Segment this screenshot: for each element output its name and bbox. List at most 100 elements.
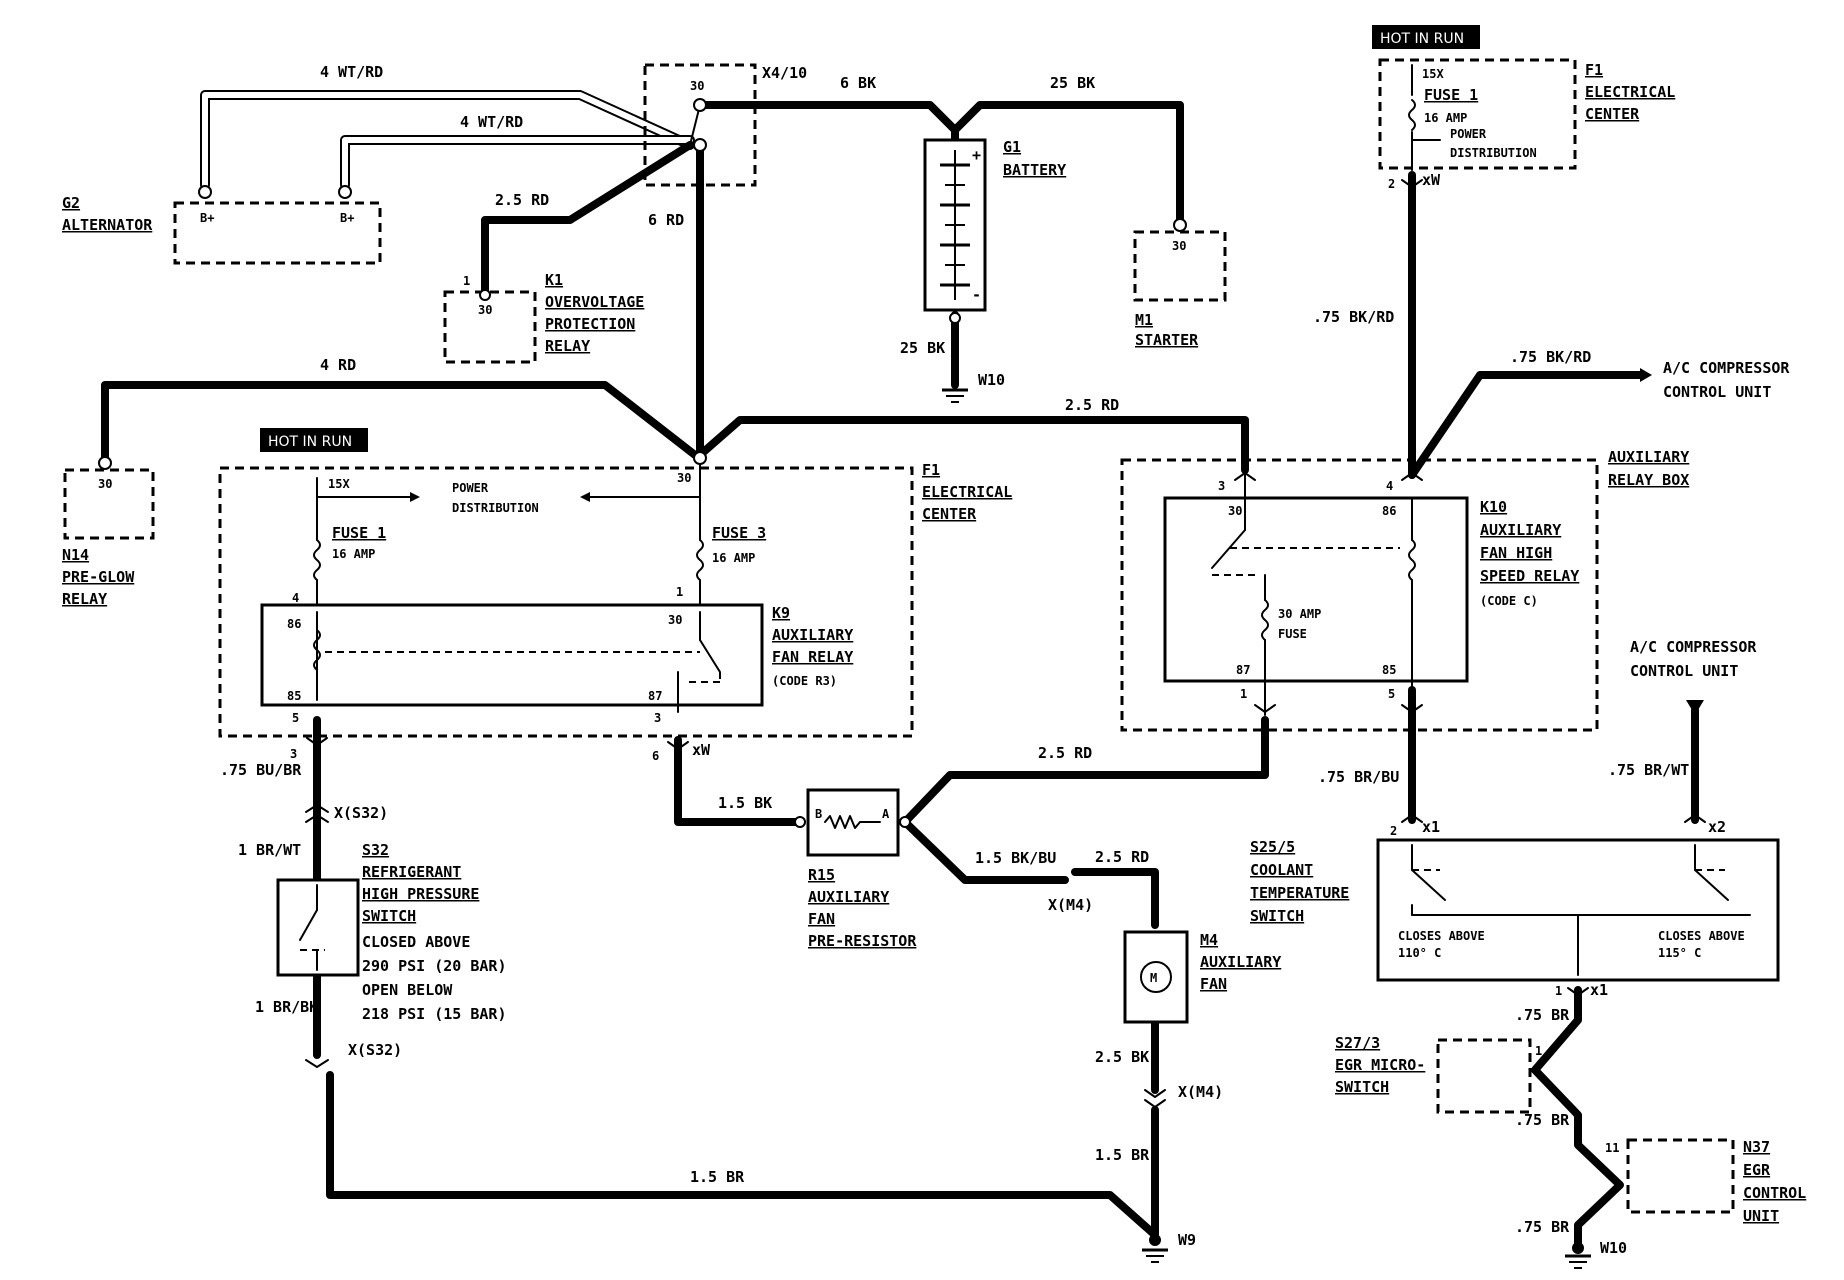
arb-l2: RELAY BOX xyxy=(1608,471,1689,489)
xs32-bot: X(S32) xyxy=(348,1041,402,1059)
f1l-15x: 15X xyxy=(328,477,350,491)
n14-l1: PRE-GLOW xyxy=(62,568,135,586)
g2-bplus-2: B+ xyxy=(340,211,354,225)
s25-l1: COOLANT xyxy=(1250,861,1313,879)
k10-fuse: FUSE xyxy=(1278,627,1307,641)
x410-pin-30: 30 xyxy=(690,79,704,93)
fuse1-name: FUSE 1 xyxy=(332,524,386,542)
starter: 30 M1 STARTER xyxy=(1133,218,1227,349)
s25-id: S25/5 xyxy=(1250,838,1295,856)
wire-25bk-bat: 25 BK xyxy=(900,339,945,357)
ground-w10-battery: W10 xyxy=(942,371,1005,403)
k1-l3: RELAY xyxy=(545,337,590,355)
m4-auxiliary-fan: M M4 AUXILIARY FAN 2.5 BK X(M4) 1.5 BR 1… xyxy=(690,930,1281,1186)
k9-l2: FAN RELAY xyxy=(772,648,853,666)
f1l-id: F1 xyxy=(922,461,940,479)
k1-pin-1: 1 xyxy=(463,274,470,288)
alternator: B+ B+ G2 ALTERNATOR 4 WT/RD 4 WT/RD xyxy=(62,63,523,265)
acc2-l1: A/C COMPRESSOR xyxy=(1630,638,1757,656)
f1l-l1: ELECTRICAL xyxy=(922,483,1012,501)
battery-plus: + xyxy=(972,146,981,164)
arb-pin-5: 5 xyxy=(1388,687,1395,701)
k10-fuse-amp: 30 AMP xyxy=(1278,607,1321,621)
f1l-pin-1: 1 xyxy=(676,585,683,599)
wire-15bkbu: 1.5 BK/BU xyxy=(975,849,1056,867)
k10-l2: FAN HIGH xyxy=(1480,544,1552,562)
r15-l1: AUXILIARY xyxy=(808,888,889,906)
arb-pin-4: 4 xyxy=(1386,479,1393,493)
s32-l4: CLOSED ABOVE xyxy=(362,933,470,951)
m1-name: STARTER xyxy=(1135,331,1199,349)
wire-25rd-m4: 2.5 RD xyxy=(1095,848,1149,866)
k9-code: (CODE R3) xyxy=(772,674,837,688)
k9-30: 30 xyxy=(668,613,682,627)
k9-id: K9 xyxy=(772,604,790,622)
f1r-l1: ELECTRICAL xyxy=(1585,83,1675,101)
f1l-power: POWER xyxy=(452,481,489,495)
s25-l2: TEMPERATURE xyxy=(1250,884,1349,902)
k9-l1: AUXILIARY xyxy=(772,626,853,644)
r15-l2: FAN xyxy=(808,910,835,928)
xw-f1r: xW xyxy=(1422,171,1441,189)
battery: + - G1 BATTERY 6 BK 25 BK 25 BK xyxy=(840,74,1095,357)
m4-l1: AUXILIARY xyxy=(1200,953,1281,971)
n14-l2: RELAY xyxy=(62,590,107,608)
m4-l2: FAN xyxy=(1200,975,1227,993)
x1-s25: x1 xyxy=(1422,818,1440,836)
k1-pin-30: 30 xyxy=(478,303,492,317)
s32-refrigerant-switch: X(S32) X(S32) .75 BU/BR 1 BR/WT 1 BR/BK … xyxy=(220,761,507,1059)
wire-075brbu: .75 BR/BU xyxy=(1318,768,1399,786)
wire-25rd-mid: 2.5 RD xyxy=(1038,744,1092,762)
m4-motor-m: M xyxy=(1150,971,1157,985)
connector-x4-10: 30 X4/10 xyxy=(643,63,807,187)
s25-l3: SWITCH xyxy=(1250,907,1304,925)
wire-1brbk: 1 BR/BK xyxy=(255,998,318,1016)
r15-pre-resistor: B A R15 AUXILIARY FAN PRE-RESISTOR 1.5 B… xyxy=(718,744,1149,950)
hot-in-run-tag-right: HOT IN RUN xyxy=(1372,25,1480,49)
s32-l2: HIGH PRESSURE xyxy=(362,885,479,903)
k10-fan-high-speed-relay: 30 86 87 85 30 AMP FUSE K10 AUXILIARY FA… xyxy=(1163,474,1579,716)
g2-name: ALTERNATOR xyxy=(62,216,153,234)
g2-bplus-1: B+ xyxy=(200,211,214,225)
r15-b: B xyxy=(815,807,822,821)
hot-in-run-tag-left: HOT IN RUN xyxy=(260,428,368,452)
x410-label: X4/10 xyxy=(762,64,807,82)
wire-075br-2: .75 BR xyxy=(1515,1111,1570,1129)
wire-6rd: 6 RD xyxy=(648,211,684,229)
f1r-id: F1 xyxy=(1585,61,1603,79)
k10-code: (CODE C) xyxy=(1480,594,1538,608)
x1-s25b: x1 xyxy=(1590,981,1608,999)
g2-id: G2 xyxy=(62,194,80,212)
k9-87: 87 xyxy=(648,689,662,703)
k10-87: 87 xyxy=(1236,663,1250,677)
k9-pin-6: 6 xyxy=(652,749,659,763)
wire-25rd-k1: 2.5 RD xyxy=(495,191,549,209)
svg-text:HOT IN RUN: HOT IN RUN xyxy=(268,434,352,450)
n37-egr-control-unit: 11 N37 EGR CONTROL UNIT xyxy=(1605,1138,1806,1225)
k10-86: 86 xyxy=(1382,504,1396,518)
f1r-amp: 16 AMP xyxy=(1424,111,1467,125)
n37-l2: CONTROL xyxy=(1743,1184,1806,1202)
fuse1-amp: 16 AMP xyxy=(332,547,375,561)
k10-85: 85 xyxy=(1382,663,1396,677)
s32-l7: 218 PSI (15 BAR) xyxy=(362,1005,507,1023)
m1-id: M1 xyxy=(1135,311,1153,329)
battery-minus: - xyxy=(972,286,981,304)
n14-id: N14 xyxy=(62,546,89,564)
s32-l6: OPEN BELOW xyxy=(362,981,453,999)
k9-auxiliary-fan-relay: 86 85 30 87 K9 AUXILIARY FAN RELAY (CODE… xyxy=(260,603,853,763)
f1l-pin-4: 4 xyxy=(292,591,299,605)
s32-l1: REFRIGERANT xyxy=(362,863,461,881)
wire-6bk: 6 BK xyxy=(840,74,876,92)
arb-l1: AUXILIARY xyxy=(1608,448,1689,466)
f1l-pin-5: 5 xyxy=(292,711,299,725)
s25-closes-1: CLOSES ABOVE xyxy=(1398,929,1485,943)
k1-id: K1 xyxy=(545,271,563,289)
ground-w10-label: W10 xyxy=(978,371,1005,389)
fuse3-name: FUSE 3 xyxy=(712,524,766,542)
wire-075br-3: .75 BR xyxy=(1515,1218,1570,1236)
wire-4wtrd-top: 4 WT/RD xyxy=(320,63,383,81)
auxiliary-relay-box: AUXILIARY RELAY BOX 3 4 1 5 xyxy=(1120,448,1689,732)
s27-id: S27/3 xyxy=(1335,1034,1380,1052)
